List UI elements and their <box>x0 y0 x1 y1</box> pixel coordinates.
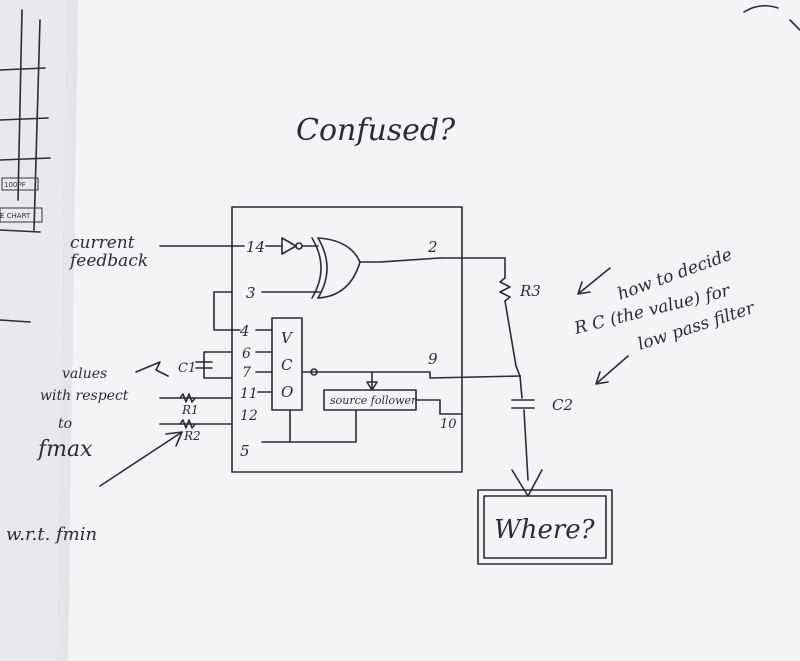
resistor-r2-symbol <box>179 419 196 429</box>
ic-chip-outline <box>231 206 463 473</box>
pin-11: 11 <box>240 386 258 402</box>
pin-12: 12 <box>240 408 258 424</box>
paper-fold-shadow <box>56 0 78 661</box>
background-label-100pf: 100PF <box>4 181 26 189</box>
vco-letter-c: C <box>281 356 293 374</box>
background-sheet: 100PF E CHART <box>0 0 70 661</box>
c1-label: C1 <box>178 361 196 376</box>
wrt-note: w.r.t. fmin <box>6 524 97 545</box>
paper-sheet <box>56 0 800 661</box>
background-label-chart: E CHART <box>0 212 31 220</box>
where-box <box>477 489 613 565</box>
vco-block <box>271 317 303 411</box>
vco-letter-v: V <box>281 329 294 347</box>
source-follower-label: source follower <box>330 394 417 407</box>
values-note-line1: values <box>62 366 107 382</box>
buffer-symbol <box>281 237 297 255</box>
pin-5: 5 <box>240 442 250 460</box>
pin-10: 10 <box>440 417 457 432</box>
r2-label: R2 <box>183 429 201 443</box>
c2-label: C2 <box>552 396 573 414</box>
resistor-r1-symbol <box>179 393 196 403</box>
pin-6: 6 <box>242 346 251 362</box>
resistor-r3-symbol <box>499 277 511 302</box>
r3-label: R3 <box>519 282 541 300</box>
values-note-line3: to <box>58 416 72 432</box>
pin-9: 9 <box>428 350 438 368</box>
r1-label: R1 <box>181 403 199 417</box>
input-label-line2: feedback <box>68 251 148 271</box>
input-label-line1: current <box>70 233 135 253</box>
pin-3: 3 <box>246 284 256 302</box>
title-note: Confused? <box>296 113 456 148</box>
capacitor-c2-symbol <box>511 399 535 409</box>
pin-14: 14 <box>246 238 265 256</box>
values-note-line4: fmax <box>36 437 93 462</box>
vco-letter-o: O <box>281 383 293 401</box>
values-note-line2: with respect <box>40 388 129 404</box>
pin-7: 7 <box>242 365 251 381</box>
capacitor-c1-symbol <box>195 361 213 369</box>
pin-2: 2 <box>427 238 438 256</box>
pin-4: 4 <box>239 322 250 340</box>
where-note: Where? <box>494 515 596 545</box>
